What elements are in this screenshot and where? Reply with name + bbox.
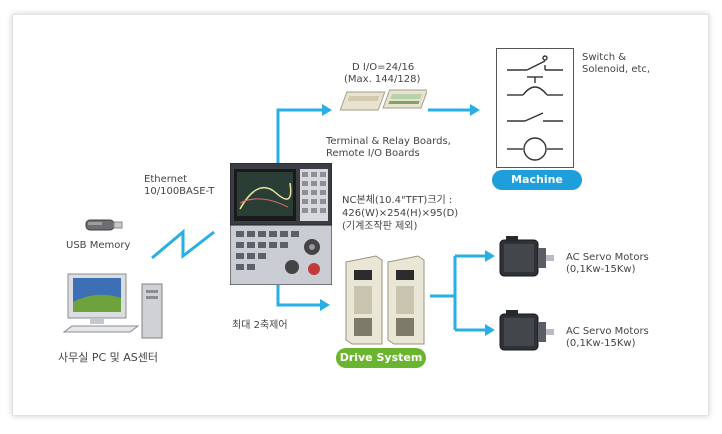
office-label: 사무실 PC 및 AS센터 [58, 351, 159, 364]
machine-box [496, 48, 574, 168]
ethernet-label-1: Ethernet [144, 174, 188, 185]
wire-controller-to-drive [276, 285, 320, 307]
wire-ethernet [151, 228, 215, 260]
servo-motor-image-1 [499, 236, 554, 277]
nc-size-label-2: 426(W)×254(H)×95(D) [342, 208, 459, 219]
office-pc-image [62, 273, 163, 339]
terminal-label-1: Terminal & Relay Boards, [326, 136, 451, 147]
arrow-head-machine [470, 104, 480, 116]
machine-badge: Machine [492, 170, 582, 190]
arrow-head-servo1 [485, 250, 495, 262]
servo-label-1a: AC Servo Motors [566, 252, 649, 263]
switch-label-1: Switch & [582, 52, 627, 63]
usb-label: USB Memory [66, 240, 131, 251]
terminal-label-2: Remote I/O Boards [326, 148, 420, 159]
arrow-head-drive [320, 299, 330, 311]
ethernet-label-2: 10/100BASE-T [144, 186, 215, 197]
switch-label-2: Solenoid, etc, [582, 64, 651, 75]
nc-controller-image [230, 163, 332, 285]
drive-system-badge: Drive System [336, 348, 426, 368]
nc-size-label-3: (기계조작판 제외) [342, 221, 418, 232]
servo-label-2b: (0,1Kw-15Kw) [566, 338, 636, 349]
dio-label: D I/O=24/16 [352, 62, 415, 73]
servo-motor-image-2 [499, 310, 554, 351]
servo-label-1b: (0,1Kw-15Kw) [566, 264, 636, 275]
arrow-head-servo2 [485, 324, 495, 336]
axis-control-label: 최대 2축제어 [232, 320, 288, 331]
dio-max-label: (Max. 144/128) [344, 74, 421, 85]
arrow-head-io [322, 104, 332, 116]
nc-size-label-1: NC본체(10.4"TFT)크기 : [342, 195, 453, 206]
servo-label-2a: AC Servo Motors [566, 326, 649, 337]
usb-memory-image [85, 219, 123, 231]
servo-drive-image [345, 255, 425, 345]
terminal-board-image [339, 89, 427, 111]
switch-solenoid-symbols [507, 55, 563, 161]
wire-controller-to-io [276, 108, 322, 163]
